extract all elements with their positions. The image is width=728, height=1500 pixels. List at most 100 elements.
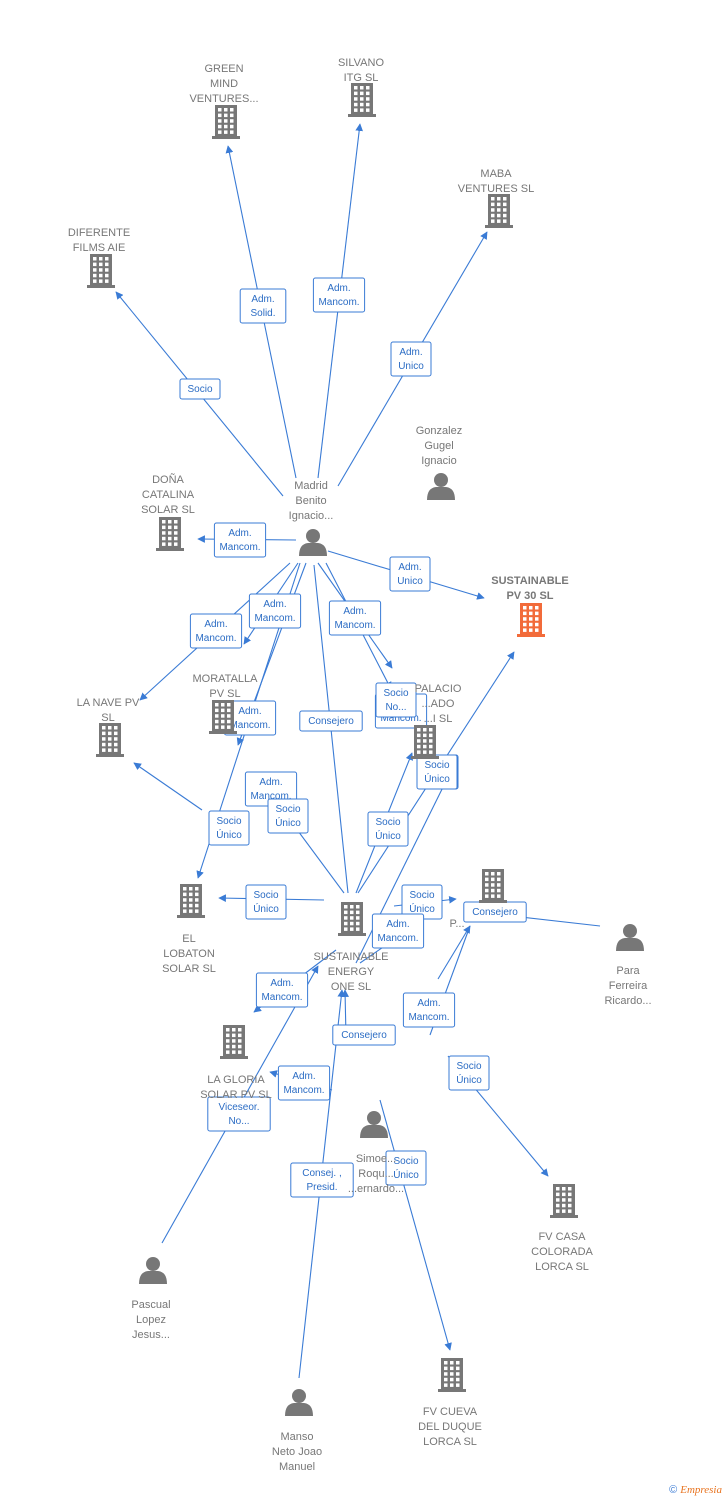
company-node[interactable]: P... [449, 869, 507, 930]
edge-label[interactable]: Adm.Mancom. [213, 522, 267, 558]
edge-label[interactable]: Viceseor.No... [207, 1096, 271, 1132]
edge-label[interactable]: Adm.Mancom. [277, 1065, 331, 1101]
edge-label[interactable]: Consejero [463, 901, 527, 923]
edge-label-box [312, 277, 366, 313]
edge-label[interactable]: Adm.Mancom. [189, 613, 243, 649]
edge-label[interactable]: Adm.Mancom. [248, 593, 302, 629]
edge-label-box [179, 378, 221, 400]
edge-label[interactable]: Adm.Unico [390, 341, 432, 377]
edge-label[interactable]: Adm.Mancom. [255, 972, 309, 1008]
edge-label[interactable]: Adm.Mancom. [402, 992, 456, 1028]
node-label: PV SL [209, 688, 240, 700]
person-node[interactable]: MadridBenitoIgnacio... [289, 480, 334, 556]
node-label: Para [616, 965, 640, 977]
edge-label-text: Presid. [306, 1182, 337, 1193]
edge-label-text: Único [393, 1168, 419, 1181]
edge-label-text: Adm. [238, 706, 261, 717]
company-node[interactable]: MORATALLA PV SL [193, 673, 259, 734]
edge-label-box [213, 522, 267, 558]
building-icon [156, 517, 184, 551]
footer-brand[interactable]: © Empresia [669, 1484, 722, 1496]
building-icon [87, 254, 115, 288]
edge-label[interactable]: Consejero [332, 1024, 396, 1046]
edge-label[interactable]: Adm.Mancom. [312, 277, 366, 313]
person-icon [360, 1111, 388, 1138]
node-label: Pascual [131, 1299, 170, 1311]
edge-label-text: Socio [383, 688, 408, 699]
node-label: SOLAR SL [141, 504, 195, 516]
building-icon [209, 700, 237, 734]
edge-label-box [290, 1162, 354, 1198]
node-label: PALACIO [415, 683, 462, 695]
edge-label-text: Único [253, 902, 279, 915]
node-label: SL [101, 712, 114, 724]
edge-label-text: Mancom. [380, 713, 421, 724]
building-icon [411, 725, 439, 759]
node-label: ONE SL [331, 981, 371, 993]
node-label: SILVANO [338, 57, 384, 69]
node-label: Manuel [279, 1461, 315, 1473]
company-node[interactable]: PALACIO...ADO...I SL [411, 683, 462, 759]
edge-label[interactable]: Adm.Unico [389, 556, 431, 592]
company-node[interactable]: GREENMINDVENTURES... [189, 63, 259, 139]
edge-label-box [328, 600, 382, 636]
edge-label-text: Socio [393, 1156, 418, 1167]
edge-label-text: Mancom. [229, 720, 270, 731]
edge-label-text: Socio [275, 804, 300, 815]
person-node[interactable]: PascualLopezJesus... [131, 1257, 171, 1341]
node-label: Ricardo... [604, 995, 651, 1007]
edge-label-box [245, 884, 287, 920]
company-node[interactable]: SILVANO ITG SL [338, 57, 384, 117]
person-node[interactable]: Simoe...Roqu......ernardo... [348, 1111, 404, 1195]
edge-label[interactable]: Adm. Mancom. [223, 700, 277, 736]
node-label: ITG SL [344, 72, 379, 84]
edge-label-text: Mancom. [408, 1012, 449, 1023]
edge-label-text: Adm. [251, 294, 274, 305]
edge-label[interactable]: Adm.Mancom. [244, 771, 298, 807]
edge-label[interactable]: Socio [179, 378, 221, 400]
node-label: CATALINA [142, 489, 195, 501]
brand-logo: Empresia [680, 1484, 722, 1496]
copyright-symbol: © [669, 1484, 678, 1496]
edge-label[interactable]: Adm.Solid. [239, 288, 287, 324]
edge-label-text: Socio [187, 384, 212, 395]
person-node[interactable]: ParaFerreiraRicardo... [604, 924, 652, 1007]
edge-label-text: Mancom. [334, 620, 375, 631]
edge-label[interactable]: Adm.Mancom. [371, 913, 425, 949]
edge-line [133, 762, 203, 811]
edge-label[interactable]: Adm.Mancom. [328, 600, 382, 636]
building-icon [338, 902, 366, 936]
edge-label[interactable]: Consej. ,Presid. [290, 1162, 354, 1198]
edge-label-text: Mancom. [219, 542, 260, 553]
node-label: MORATALLA [193, 673, 259, 685]
building-icon [438, 1358, 466, 1392]
edge-label-text: Único [409, 902, 435, 915]
edge-labels-layer: Adm.Solid.Adm.Mancom.Adm.UnicoSocioAdm.M… [179, 277, 527, 1198]
node-label: ...ernardo... [348, 1183, 404, 1195]
edge-label[interactable]: Consejero [299, 710, 363, 732]
edge-label[interactable]: SocioNo... [375, 682, 417, 718]
node-label: ...ADO [421, 698, 454, 710]
edge-label-box [332, 1024, 396, 1046]
person-icon [616, 924, 644, 951]
edge-label-text: Mancom. [254, 613, 295, 624]
